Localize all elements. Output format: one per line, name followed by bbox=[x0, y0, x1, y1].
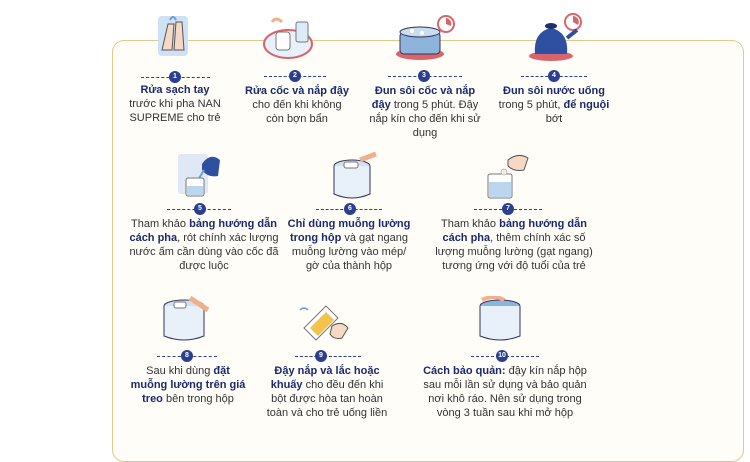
step-number: 8 bbox=[181, 350, 193, 362]
store-can-icon bbox=[474, 296, 528, 346]
step-number: 5 bbox=[194, 203, 206, 215]
hand-wash-icon bbox=[148, 10, 198, 62]
step-text: Chỉ dùng muỗng lường trong hộp và gạt ng… bbox=[287, 218, 411, 272]
step-number: 1 bbox=[169, 71, 181, 83]
wash-bottle-icon bbox=[262, 14, 320, 64]
step-text: Sau khi dùng đặt muỗng lường trên giá tr… bbox=[130, 365, 246, 405]
instruction-frame bbox=[112, 40, 744, 462]
pour-water-icon bbox=[176, 148, 228, 202]
step-text: Đun sôi nước uống trong 5 phút, để nguội… bbox=[498, 85, 610, 125]
step-number: 4 bbox=[548, 70, 560, 82]
step-text: Rửa cốc và nắp đậy cho đến khi không còn… bbox=[245, 85, 349, 125]
add-powder-icon bbox=[484, 150, 538, 202]
step-number: 2 bbox=[289, 70, 301, 82]
step-text: Tham khảo bảng hướng dẫn cách pha, thêm … bbox=[435, 218, 593, 272]
kettle-icon bbox=[527, 10, 585, 64]
scoop-icon bbox=[330, 152, 380, 204]
step-text: Tham khảo bảng hướng dẫn cách pha, rót c… bbox=[129, 218, 279, 272]
scoop-holder-icon bbox=[160, 294, 212, 344]
step-number: 3 bbox=[418, 70, 430, 82]
step-text: Đậy nắp và lắc hoặc khuấy cho đều đến kh… bbox=[266, 365, 388, 419]
step-number: 7 bbox=[502, 203, 514, 215]
boil-pot-icon bbox=[394, 12, 456, 64]
step-number: 9 bbox=[315, 350, 327, 362]
step-number: 10 bbox=[496, 350, 508, 362]
step-text: Cách bảo quản: đậy kín nắp hộp sau mỗi l… bbox=[423, 365, 587, 419]
step-text: Đun sôi cốc và nắp đậy trong 5 phút. Đậy… bbox=[369, 85, 481, 139]
shake-cup-icon bbox=[296, 298, 352, 346]
step-number: 6 bbox=[344, 203, 356, 215]
